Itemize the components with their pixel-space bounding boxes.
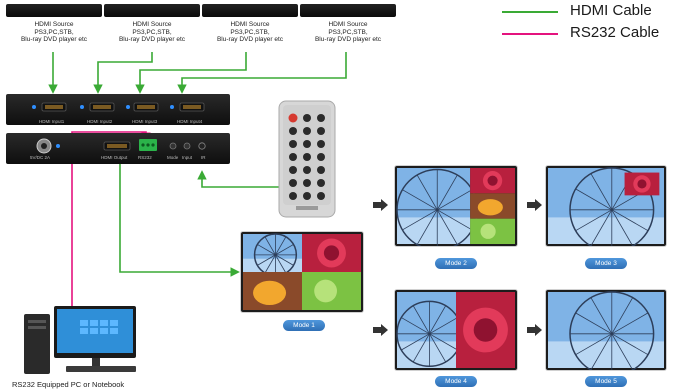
hdmi-cable-2 [93,52,153,94]
ferris-wheel-image [396,168,479,246]
multiviewer-rear-panel [6,133,230,164]
mode-1-screen-art [241,232,363,312]
flow-arrow [373,199,388,211]
pc-illustration [24,306,136,374]
hdmi-cable-4 [177,52,347,94]
mode-2-screen-art [395,166,517,246]
hdmi-source-device [300,4,396,17]
rs232-terminal [139,139,157,151]
hdmi-source-device [6,4,102,17]
input-button [183,142,191,150]
tulip-image [470,193,515,219]
legend-hdmi-swatch [502,11,558,13]
power-led [56,144,60,148]
hdmi-output-label: HDMI Output [101,155,128,160]
legend-hdmi-label: HDMI Cable [570,2,652,19]
mode-3-badge: Mode 3 [585,258,627,269]
mode-flow-arrows [373,199,542,336]
pc-label: RS232 Equipped PC or Notebook [12,380,125,389]
mode-5-badge: Mode 5 [585,376,627,387]
power-connector [36,138,52,154]
mode-button [169,142,177,150]
legend-rs232-swatch [502,33,558,35]
lime-image [302,272,361,310]
ferris-wheel-image [396,292,463,368]
hdmi-output-port [103,141,131,151]
legend-rs232-label: RS232 Cable [570,24,660,41]
hdmi-cable-3 [135,52,247,94]
ferris-wheel-image [548,291,664,370]
display-mode-2 [395,166,517,246]
rose-image [470,168,515,194]
mode-1-badge: Mode 1 [283,320,325,331]
input-label: Input [182,155,193,160]
hdmi-output-cable [119,160,240,277]
hdmi-source-device [104,4,200,17]
mode-2-badge: Mode 2 [435,258,477,269]
port-label: HDMI Input1 [39,119,65,124]
rs232-label: RS232 [138,155,152,160]
multiviewer-front-panel [6,94,230,125]
port-label: HDMI Input3 [132,119,158,124]
display-mode-3 [546,166,666,246]
hdmi-input-port-4 [170,102,205,112]
ferris-wheel-image [243,233,302,277]
hdmi-input-port-3 [126,102,159,112]
display-mode-4 [395,290,517,370]
ir-remote-control [278,100,336,218]
ir-signal-line [197,170,282,188]
lime-image [470,218,515,244]
pc-keyboard [66,366,136,372]
tulip-image [243,272,302,310]
pip-rose-image [624,172,660,196]
mode-5-screen-art [546,290,666,370]
ir-receiver [198,142,206,150]
power-label: 5V/DC 2A [30,155,51,160]
rose-image [456,292,515,368]
port-label: HDMI Input4 [177,119,203,124]
ferris-wheel-image [548,167,664,246]
front-panel-ports [32,102,205,112]
hdmi-input-port-1 [32,102,67,112]
mode-4-badge: Mode 4 [435,376,477,387]
rear-panel-ports [36,138,206,154]
hdmi-input-port-2 [80,102,115,112]
port-label: HDMI Input2 [87,119,113,124]
mode-4-screen-art [395,290,517,370]
hdmi-source-device [202,4,298,17]
ir-label: IR [201,155,206,160]
mode-label: Mode [167,155,179,160]
display-mode-5 [546,290,666,370]
rose-image [302,234,361,272]
display-mode-1 [241,232,363,312]
mode-3-screen-art [546,166,666,246]
flow-arrow [373,324,388,336]
flow-arrow [527,199,542,211]
flow-arrow [527,324,542,336]
